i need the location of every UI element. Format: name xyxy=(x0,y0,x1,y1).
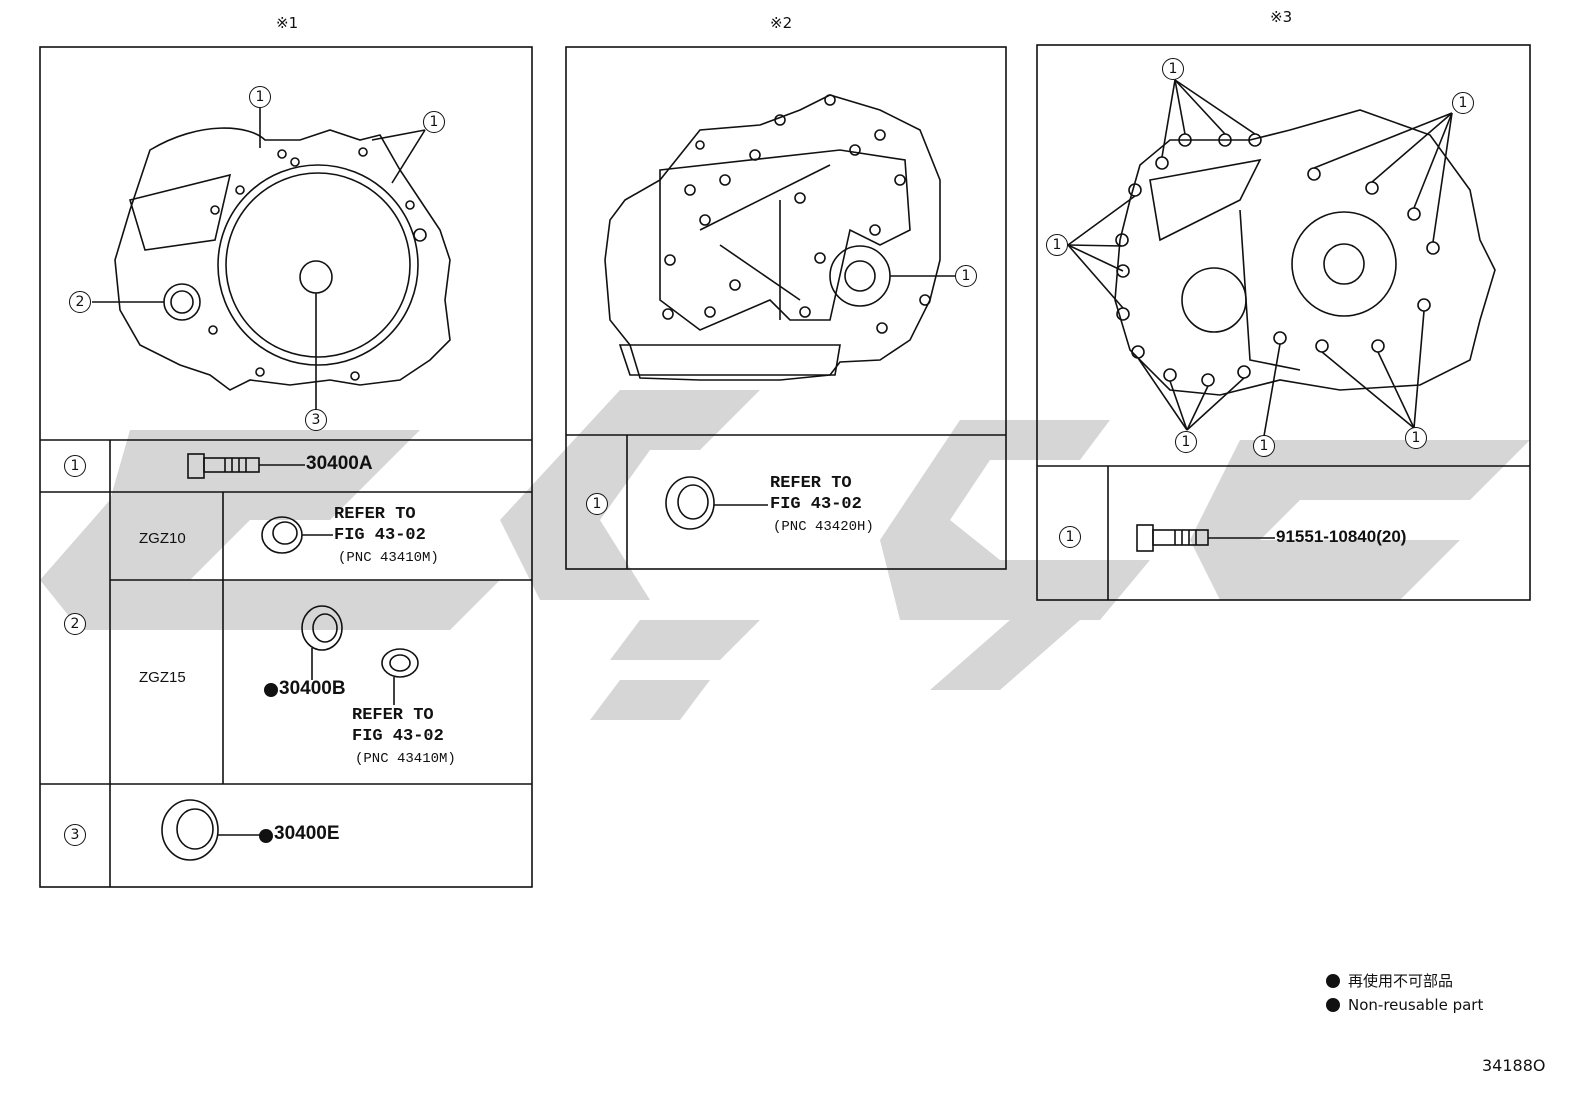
panel-mark-2: ※2 xyxy=(770,14,793,32)
row-1-key-panel3: 1 xyxy=(1059,526,1081,548)
seal-panel-2 xyxy=(665,476,768,530)
bolt-91551 xyxy=(1136,524,1275,552)
legend-dot-icon xyxy=(1326,973,1340,988)
panel2-fig: FIG 43-02 xyxy=(770,495,862,514)
panel-mark-3: ※3 xyxy=(1270,8,1293,26)
panel-3-frame xyxy=(1036,44,1531,601)
legend-jp-text: 再使用不可部品 xyxy=(1348,972,1454,990)
zgz15-pnc: (PNC 43410M) xyxy=(355,751,456,767)
legend-dot-icon xyxy=(1326,998,1340,1012)
panel-1-frame xyxy=(39,46,533,888)
callout-1-p3-c: 1 xyxy=(1046,234,1068,256)
callout-1-panel2: 1 xyxy=(955,265,977,287)
callout-3: 3 xyxy=(305,409,327,431)
watermark-shape-4 xyxy=(1190,440,1530,600)
callout-1-p3-f: 1 xyxy=(1405,427,1427,449)
legend-en: Non-reusable part xyxy=(1326,996,1483,1014)
seal-zgz10 xyxy=(261,516,333,554)
zgz10-pnc: (PNC 43410M) xyxy=(338,550,439,566)
transaxle-drawing-1 xyxy=(114,127,451,391)
legend-en-text: Non-reusable part xyxy=(1348,996,1484,1014)
callout-2: 2 xyxy=(69,291,91,313)
callout-1-p3-a: 1 xyxy=(1162,58,1184,80)
callout-1-p3-b: 1 xyxy=(1452,92,1474,114)
panel-2-frame xyxy=(565,46,1007,570)
callout-1-p3-e: 1 xyxy=(1253,435,1275,457)
model-zgz10: ZGZ10 xyxy=(139,530,186,547)
non-reusable-dot xyxy=(259,829,273,843)
panel2-refer: REFER TO xyxy=(770,474,852,493)
transaxle-drawing-3 xyxy=(1114,109,1496,396)
row-1-key: 1 xyxy=(64,455,86,477)
bushing-zgz15 xyxy=(381,648,419,705)
callout-1-top: 1 xyxy=(249,86,271,108)
row-2-key: 2 xyxy=(64,613,86,635)
part-30400E: 30400E xyxy=(274,823,340,844)
drawing-id: 34188O xyxy=(1482,1056,1546,1075)
callout-1-p3-d: 1 xyxy=(1175,431,1197,453)
seal-30400E xyxy=(161,799,262,861)
watermark-shape-2 xyxy=(500,390,760,600)
row-1-key-panel2: 1 xyxy=(586,493,608,515)
watermark-shape-6 xyxy=(590,680,710,720)
model-zgz15: ZGZ15 xyxy=(139,669,186,686)
part-30400A: 30400A xyxy=(306,453,373,474)
watermark-shape-5 xyxy=(610,620,760,660)
part-30400B: 30400B xyxy=(279,678,346,699)
zgz15-fig: FIG 43-02 xyxy=(352,727,444,746)
watermark-shape-7 xyxy=(930,620,1080,690)
zgz15-refer: REFER TO xyxy=(352,706,434,725)
bolt-30400A xyxy=(187,453,305,479)
row-3-key: 3 xyxy=(64,824,86,846)
seal-zgz15 xyxy=(301,605,343,680)
callout-1-right: 1 xyxy=(423,111,445,133)
part-91551-10840: 91551-10840(20) xyxy=(1276,527,1407,546)
non-reusable-dot xyxy=(264,683,278,697)
watermark-shape-3 xyxy=(880,420,1150,620)
zgz10-refer: REFER TO xyxy=(334,505,416,524)
panel2-pnc: (PNC 43420H) xyxy=(773,519,874,535)
legend-jp: 再使用不可部品 xyxy=(1326,970,1453,991)
panel-mark-1: ※1 xyxy=(276,14,299,32)
transaxle-drawing-2 xyxy=(604,94,941,381)
zgz10-fig: FIG 43-02 xyxy=(334,526,426,545)
